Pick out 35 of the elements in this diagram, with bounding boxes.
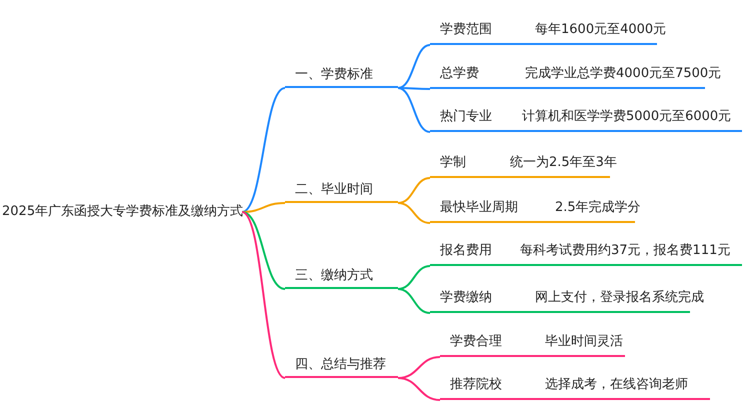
branch-label: 一、学费标准: [295, 68, 373, 81]
branch-label: 三、缴纳方式: [295, 269, 373, 282]
subtopic-label: 学费合理: [450, 335, 502, 348]
root-topic: 2025年广东函授大专学费标准及缴纳方式: [2, 205, 244, 218]
subtopic-label: 报名费用: [440, 244, 492, 257]
branch-line: [242, 202, 286, 213]
subtopic-label: 学制: [440, 156, 466, 169]
branch-line: [398, 44, 430, 89]
subtopic-label: 推荐院校: [450, 378, 502, 391]
branch-line: [398, 202, 430, 224]
branch-line: [241, 211, 286, 379]
branch-line: [398, 288, 430, 314]
detail-text: 毕业时间灵活: [545, 335, 623, 348]
subtopic-label: 最快毕业周期: [440, 201, 518, 214]
branch-line: [242, 87, 286, 213]
subtopic-label: 热门专业: [440, 110, 492, 123]
detail-text: 完成学业总学费4000元至7500元: [525, 67, 722, 80]
branch-line: [242, 211, 286, 290]
detail-text: 计算机和医学学费5000元至6000元: [522, 110, 732, 123]
detail-text: 网上支付，登录报名系统完成: [535, 291, 704, 304]
detail-text: 每科考试费用约37元，报名费111元: [520, 244, 730, 257]
detail-text: 统一为2.5年至3年: [510, 156, 617, 169]
detail-text: 每年1600元至4000元: [535, 23, 666, 36]
branch-line: [398, 87, 430, 133]
detail-text: 2.5年完成学分: [555, 201, 641, 214]
branch-label: 二、毕业时间: [295, 183, 373, 196]
branch-label: 四、总结与推荐: [295, 358, 386, 371]
branch-line: [398, 87, 430, 90]
subtopic-label: 学费缴纳: [440, 291, 492, 304]
detail-text: 选择成考，在线咨询老师: [545, 378, 688, 391]
branch-line: [398, 177, 430, 204]
subtopic-label: 总学费: [440, 67, 479, 80]
branch-line: [398, 377, 440, 401]
branch-line: [398, 265, 430, 290]
subtopic-label: 学费范围: [440, 23, 492, 36]
